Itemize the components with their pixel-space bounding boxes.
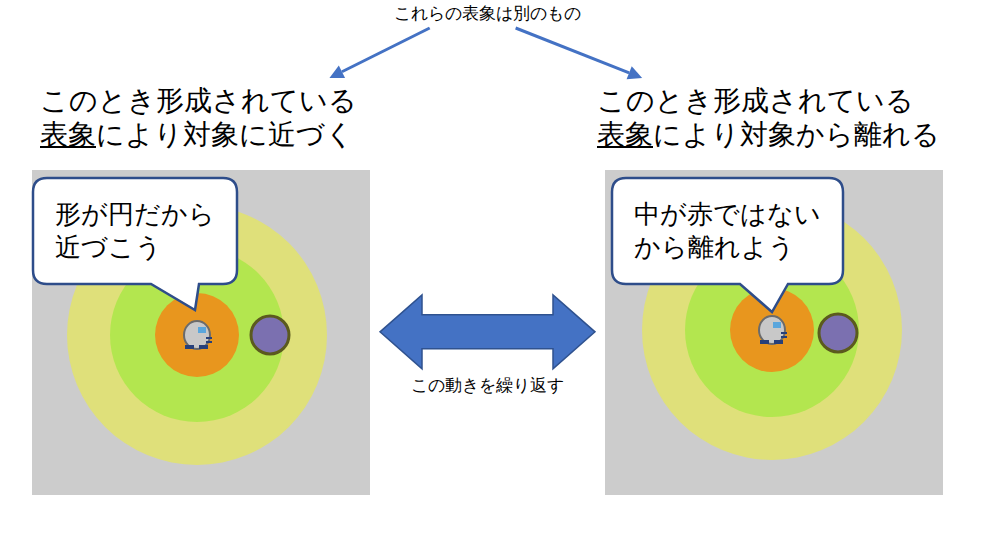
ground <box>32 170 370 495</box>
left-field <box>32 170 370 495</box>
ground <box>605 170 943 495</box>
bubble-shape <box>33 178 237 310</box>
robot-icon <box>184 321 212 349</box>
connector-line <box>342 28 430 72</box>
inner-ring <box>155 293 239 377</box>
connector-arrow <box>380 295 595 369</box>
connector-line <box>516 28 630 73</box>
block-arrow <box>380 295 595 369</box>
connector-arrow <box>516 28 643 79</box>
target-object <box>819 314 857 352</box>
speech-bubble: 形が円だから 近づこう <box>33 178 237 284</box>
bubble-text: 中が赤ではない から離れよう <box>612 178 843 284</box>
field-panel: 形が円だから 近づこう このとき形成されている 表象により対象に近づく <box>32 84 370 495</box>
note-text: これらの表象は別のもの <box>394 2 581 24</box>
panel-heading: このとき形成されている 表象により対象に近づく <box>40 84 357 152</box>
bubble-shape <box>612 178 843 312</box>
right-field <box>605 170 943 495</box>
speech-bubble: 中が赤ではない から離れよう <box>612 178 843 284</box>
panel-heading: このとき形成されている 表象により対象から離れる <box>597 84 940 152</box>
field-panel: 中が赤ではない から離れようこのとき形成されている 表象により対象から離れる <box>605 84 943 495</box>
note-label: これらの表象は別のもの <box>392 2 583 24</box>
target-object <box>251 316 289 354</box>
bubble-text: 形が円だから 近づこう <box>33 178 237 284</box>
connector-arrow <box>329 28 429 78</box>
bubble-outline <box>612 178 843 284</box>
arrowhead <box>329 65 345 78</box>
robot-icon <box>759 316 787 344</box>
arrowhead <box>627 66 643 79</box>
edge-label: この動きを繰り返す <box>408 374 567 396</box>
bubble-outline <box>33 178 237 284</box>
